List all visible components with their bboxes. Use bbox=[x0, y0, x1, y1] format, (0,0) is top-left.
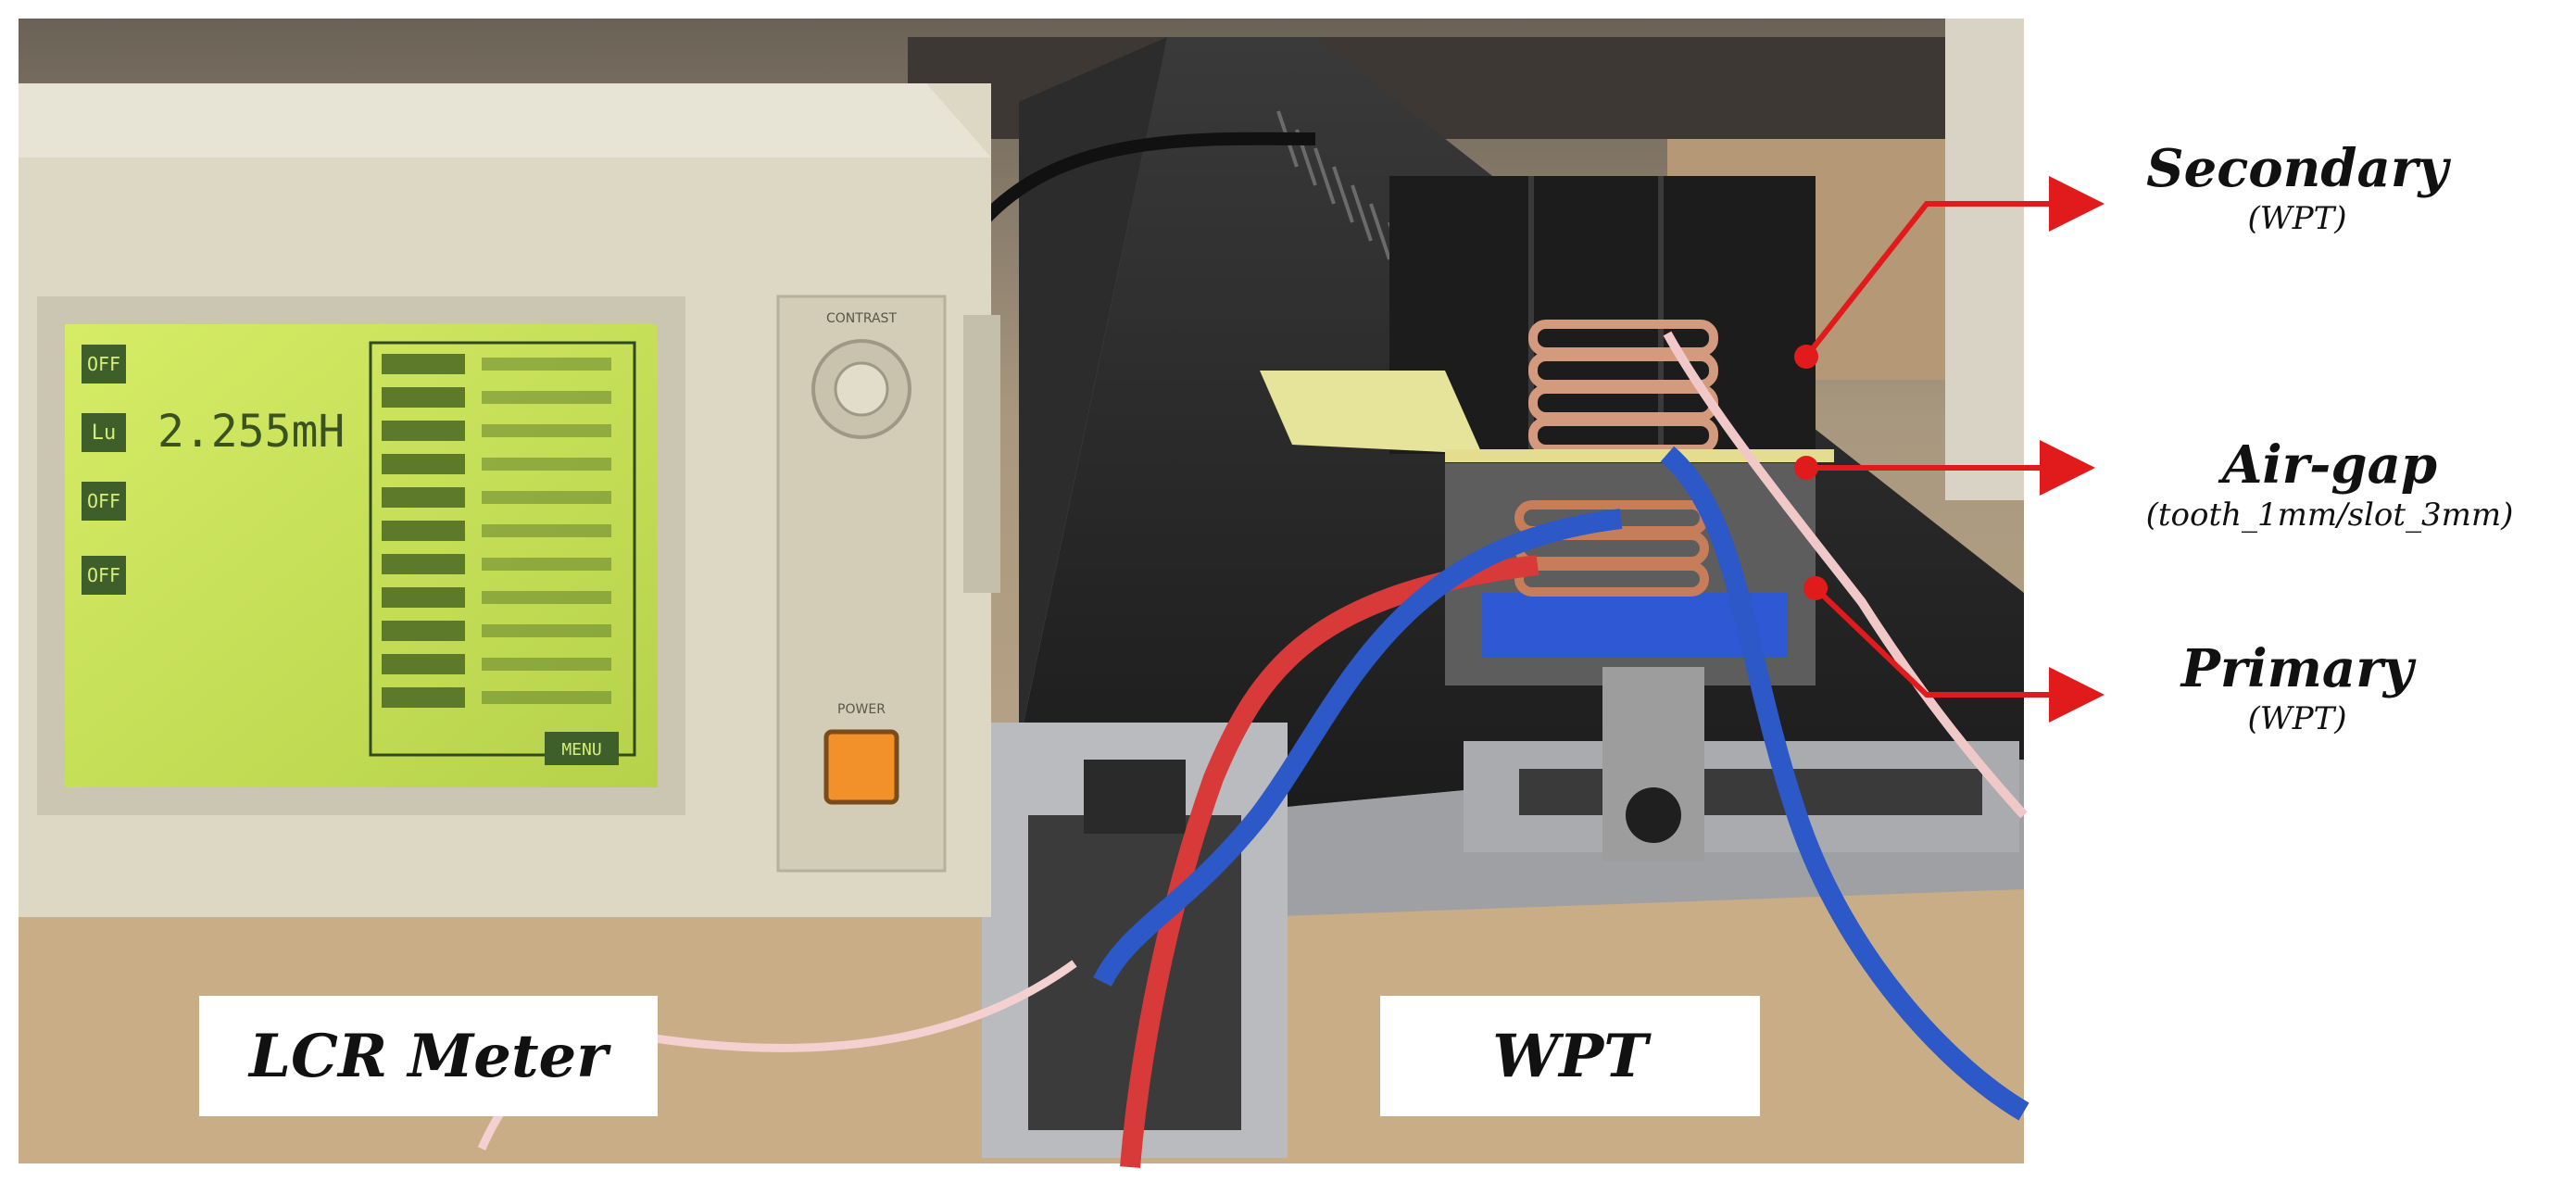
callout-primary-sub: (WPT) bbox=[2247, 700, 2347, 737]
blue-wire-2 bbox=[1660, 446, 2029, 1121]
callout-air-gap-sub: (tooth_1mm/slot_3mm) bbox=[2145, 497, 2514, 534]
lcd-menu-key[interactable] bbox=[545, 732, 619, 765]
air-gap-tape bbox=[1260, 371, 1482, 454]
lcd-softkey-1[interactable] bbox=[82, 345, 126, 384]
secondary-marker bbox=[1794, 345, 1818, 369]
callout-primary-title: Primary bbox=[2180, 638, 2414, 699]
back-pillar bbox=[1945, 19, 2024, 500]
twisted-pair-wire bbox=[1663, 331, 2028, 819]
clamp-bolt bbox=[1626, 787, 1681, 843]
primary-marker bbox=[1803, 576, 1828, 600]
power-button[interactable] bbox=[823, 729, 899, 805]
power-label: POWER bbox=[837, 702, 886, 717]
label-lcr-meter: LCR Meter bbox=[199, 996, 658, 1116]
air-gap-marker bbox=[1794, 456, 1818, 480]
callout-secondary-title: Secondary bbox=[2146, 138, 2448, 199]
callout-primary: Primary (WPT) bbox=[2130, 639, 2464, 739]
lcd-menu-label: MENU bbox=[561, 740, 601, 760]
contrast-knob-center bbox=[834, 361, 889, 417]
secondary-core-divider-2 bbox=[1658, 176, 1664, 454]
profile-slot-inner bbox=[1084, 760, 1186, 834]
blue-wire-1 bbox=[1093, 509, 1623, 987]
callout-air-gap: Air-gap (tooth_1mm/slot_3mm) bbox=[2093, 435, 2566, 535]
callout-secondary: Secondary (WPT) bbox=[2130, 139, 2464, 239]
lcd-softkey-2-label: Lu bbox=[92, 421, 117, 445]
lcd-softkey-4-label: OFF bbox=[87, 564, 120, 586]
callout-arrows bbox=[1803, 176, 2105, 723]
contrast-label: CONTRAST bbox=[826, 311, 897, 326]
lcr-lcd-param-panel bbox=[369, 341, 636, 757]
lcd-softkey-3-label: OFF bbox=[87, 490, 120, 512]
lcd-softkey-4[interactable] bbox=[82, 556, 126, 595]
callout-air-gap-title: Air-gap bbox=[2221, 434, 2438, 496]
meter-side-bracket bbox=[963, 315, 1000, 593]
rail-end-slot bbox=[1519, 769, 1982, 815]
lcd-softkey-1-label: OFF bbox=[87, 353, 120, 375]
secondary-core-divider-1 bbox=[1528, 176, 1534, 454]
label-wpt: WPT bbox=[1380, 996, 1760, 1116]
air-gap-plate bbox=[1445, 449, 1834, 462]
red-wire bbox=[1120, 555, 1539, 1168]
wpt-rail-left-wall bbox=[982, 37, 1167, 1158]
lcr-meter-top bbox=[19, 83, 991, 157]
lcd-softkey-2[interactable] bbox=[82, 413, 126, 452]
lcr-lcd-param-rows bbox=[382, 354, 611, 708]
callout-secondary-sub: (WPT) bbox=[2247, 200, 2347, 237]
lcd-softkey-3[interactable] bbox=[82, 482, 126, 521]
black-cable bbox=[976, 132, 1316, 227]
lcd-reading: 2.255mH bbox=[157, 406, 345, 458]
